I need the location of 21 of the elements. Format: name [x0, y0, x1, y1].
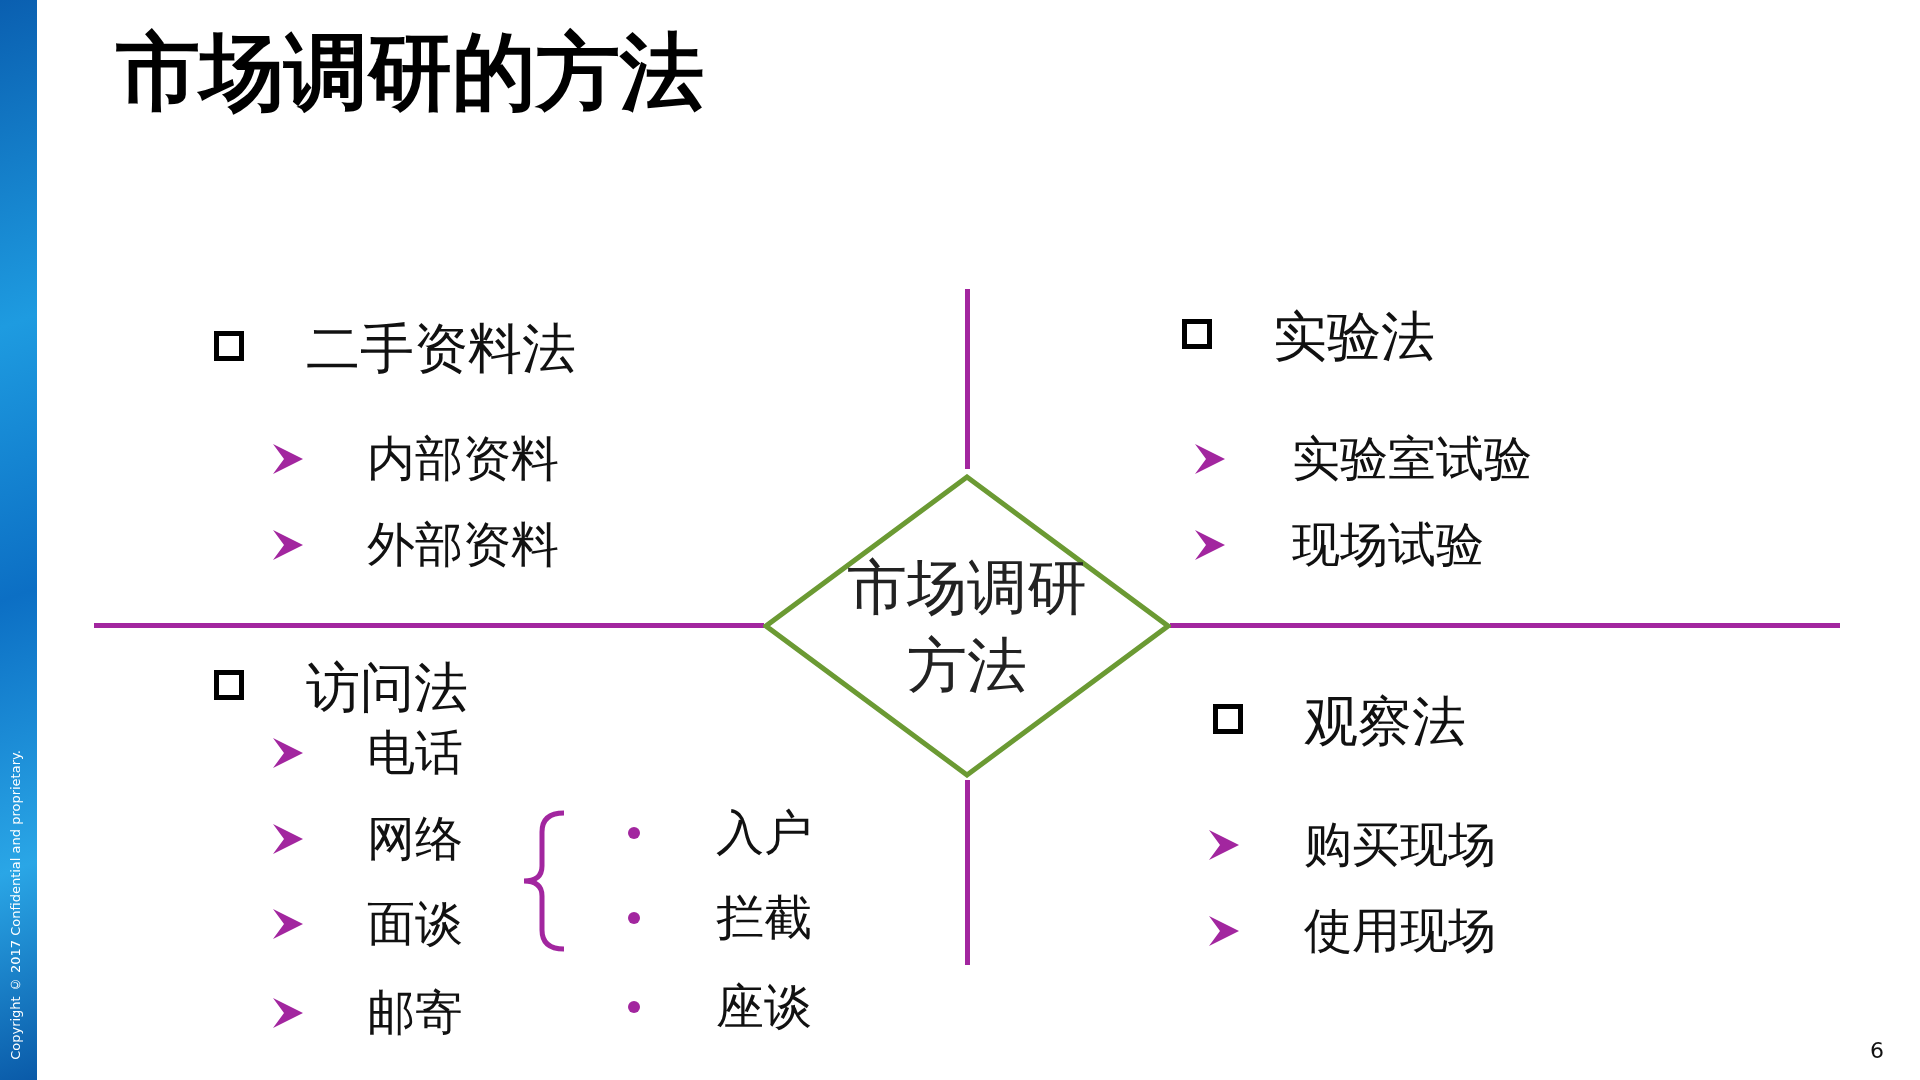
heading: 观察法	[1304, 689, 1466, 755]
heading: 二手资料法	[306, 316, 576, 382]
slide-title: 市场调研的方法	[116, 22, 704, 123]
list-item: 入户	[716, 804, 812, 862]
heading: 访问法	[306, 655, 468, 721]
list-item: 使用现场	[1304, 902, 1496, 960]
list-item: 网络	[367, 810, 463, 868]
list-item: 面谈	[367, 895, 463, 953]
diamond-label: 市场调研方法	[846, 551, 1088, 702]
list-item: 座谈	[716, 978, 812, 1036]
list-item: 电话	[367, 724, 463, 782]
list-item: 拦截	[716, 889, 812, 947]
copyright-note: Copyright © 2017 Confidential and proprietary.	[8, 750, 24, 1060]
list-item: 内部资料	[367, 430, 559, 488]
list-item: 现场试验	[1292, 516, 1484, 574]
list-item: 邮寄	[367, 984, 463, 1042]
heading: 实验法	[1273, 304, 1435, 370]
page-number: 6	[1870, 1037, 1884, 1065]
list-item: 购买现场	[1304, 816, 1496, 874]
list-item: 外部资料	[367, 516, 559, 574]
list-item: 实验室试验	[1292, 430, 1532, 488]
